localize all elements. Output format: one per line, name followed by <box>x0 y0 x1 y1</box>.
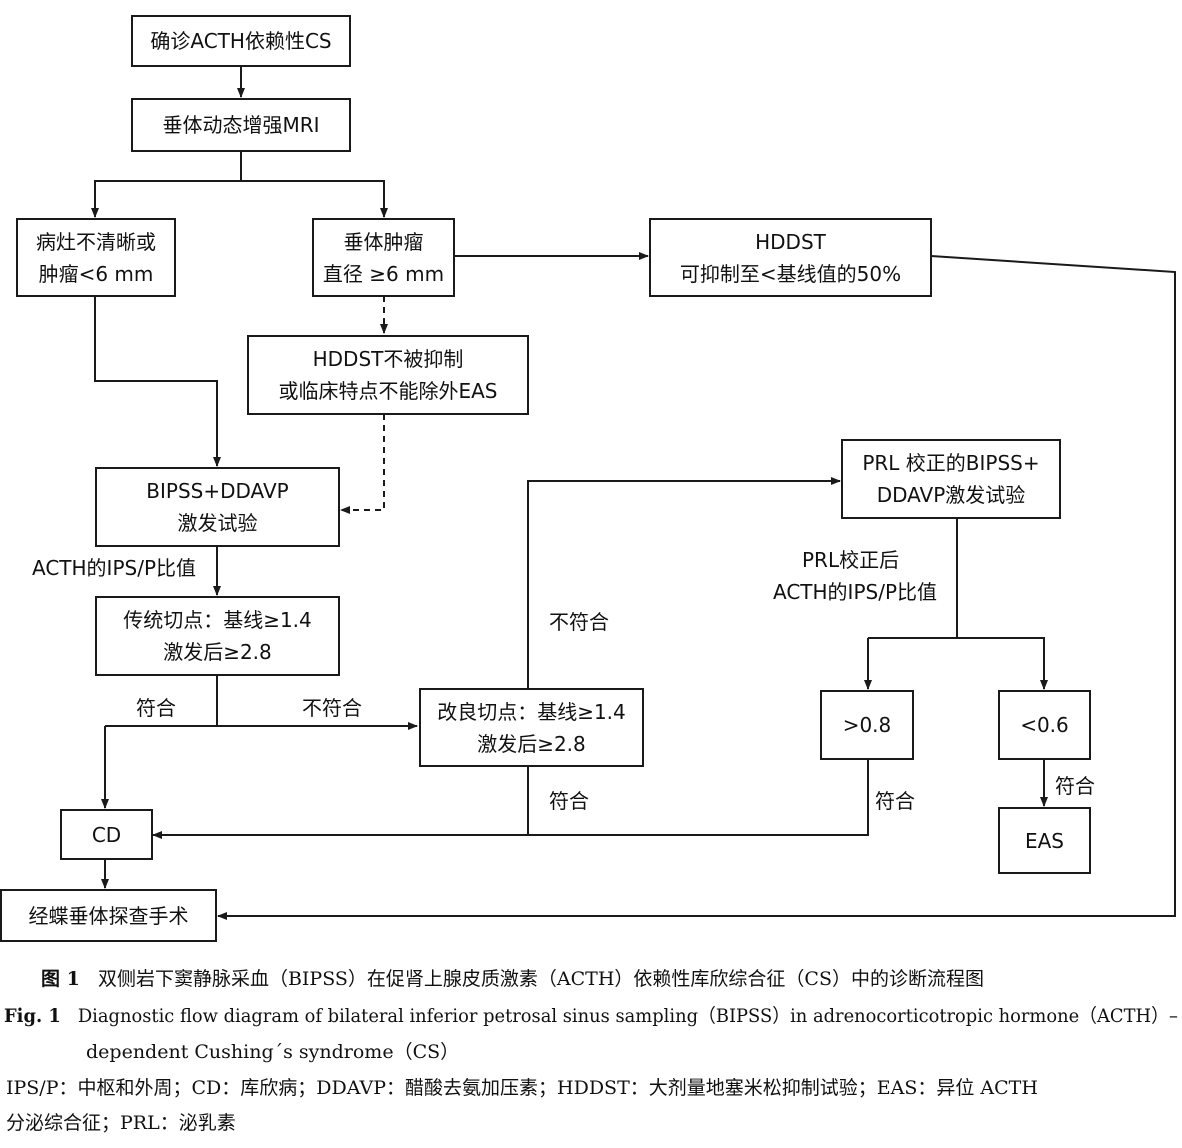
node-text-line: 改良切点：基线≥1.4 <box>437 699 626 724</box>
node-text: <0.6 <box>1020 713 1069 737</box>
label-match-improved: 符合 <box>549 789 589 813</box>
label-mismatch-improved: 不符合 <box>549 610 609 634</box>
node-text-line: 激发后≥2.8 <box>477 731 586 756</box>
label-prl-ratio-line2: ACTH的IPS/P比值 <box>773 580 938 604</box>
node-text-line: 肿瘤<6 mm <box>38 261 154 286</box>
caption-en-text: Diagnostic flow diagram of bilateral inf… <box>77 1005 1178 1027</box>
node-bipss-ddavp: BIPSS+DDAVP 激发试验 <box>95 467 340 547</box>
caption-abbr-line2: 分泌综合征；PRL：泌乳素 <box>6 1112 236 1134</box>
label-acth-ratio: ACTH的IPS/P比值 <box>32 556 197 580</box>
node-text-line: BIPSS+DDAVP <box>146 479 289 503</box>
label-match-gt: 符合 <box>875 789 915 813</box>
arrow-lesion-to-bipss <box>94 296 221 467</box>
node-text: 垂体动态增强MRI <box>162 113 320 137</box>
arrow-improved-to-cd <box>152 766 529 839</box>
node-transsphenoidal-surgery: 经蝶垂体探查手术 <box>0 889 217 942</box>
label-match-traditional: 符合 <box>136 696 176 720</box>
arrow-hddst-mid-to-bipss <box>340 414 385 514</box>
node-lt-0-6: <0.6 <box>998 690 1091 760</box>
node-text-line: 垂体肿瘤 <box>343 229 424 254</box>
node-text-line: HDDST <box>755 229 826 254</box>
node-text-line: 激发试验 <box>177 511 258 535</box>
node-text-line: 激发后≥2.8 <box>163 640 272 664</box>
node-text: >0.8 <box>842 713 892 737</box>
node-text: EAS <box>1024 828 1064 853</box>
node-lesion-unclear: 病灶不清晰或 肿瘤<6 mm <box>16 218 176 297</box>
arrow-hddst-to-surgery <box>217 255 1176 920</box>
node-text-line: 传统切点：基线≥1.4 <box>123 608 312 632</box>
node-text-line: 病灶不清晰或 <box>36 229 156 254</box>
label-prl-ratio-line1: PRL校正后 <box>802 548 900 572</box>
node-cd: CD <box>60 809 153 860</box>
node-text: CD <box>91 822 122 847</box>
caption-abbr-line1: IPS/P：中枢和外周；CD：库欣病；DDAVP：醋酸去氨加压素；HDDST：大… <box>6 1077 1038 1099</box>
node-text-line: DDAVP激发试验 <box>876 483 1026 507</box>
caption-cn-prefix: 图 1 <box>41 968 80 990</box>
caption-en-line1: Fig. 1 Diagnostic flow diagram of bilate… <box>4 1003 1178 1029</box>
node-pituitary-mri: 垂体动态增强MRI <box>131 98 351 152</box>
flow-diagram-connectors <box>91 66 1176 920</box>
node-text-line: 直径 ≥6 mm <box>322 261 445 286</box>
node-pituitary-tumor: 垂体肿瘤 直径 ≥6 mm <box>312 218 455 297</box>
label-match-lt: 符合 <box>1055 774 1095 798</box>
node-text: 经蝶垂体探查手术 <box>28 903 189 928</box>
arrow-improved-to-prl <box>527 477 841 688</box>
caption-en-prefix: Fig. 1 <box>4 1005 61 1027</box>
node-text-line: HDDST不被抑制 <box>312 347 464 371</box>
label-mismatch-traditional: 不符合 <box>302 696 362 720</box>
node-hddst-suppressed: HDDST 可抑制至<基线值的50% <box>649 218 932 297</box>
node-text-line: 或临床特点不能除外EAS <box>278 379 498 403</box>
node-traditional-cutoff: 传统切点：基线≥1.4 激发后≥2.8 <box>95 596 340 676</box>
line-mri-branch <box>91 151 242 218</box>
node-confirm-acth-cs: 确诊ACTH依赖性CS <box>131 15 351 67</box>
line-gt-to-cd <box>528 759 869 836</box>
caption-en-line2: dependent Cushing´s syndrome（CS） <box>86 1041 460 1063</box>
node-hddst-not-suppressed: HDDST不被抑制 或临床特点不能除外EAS <box>247 335 529 415</box>
node-eas: EAS <box>998 807 1091 874</box>
node-gt-0-8: >0.8 <box>820 690 914 760</box>
node-text-line: 可抑制至<基线值的50% <box>679 261 902 286</box>
arrow-mri-to-tumor <box>241 180 388 218</box>
node-text-line: PRL 校正的BIPSS+ <box>862 451 1040 475</box>
node-prl-bipss: PRL 校正的BIPSS+ DDAVP激发试验 <box>841 439 1061 519</box>
caption-cn-text: 双侧岩下窦静脉采血（BIPSS）在促肾上腺皮质激素（ACTH）依赖性库欣综合征（… <box>97 968 984 990</box>
node-improved-cutoff: 改良切点：基线≥1.4 激发后≥2.8 <box>419 688 644 767</box>
node-text: 确诊ACTH依赖性CS <box>150 29 332 53</box>
caption-cn: 图 1 双侧岩下窦静脉采血（BIPSS）在促肾上腺皮质激素（ACTH）依赖性库欣… <box>41 966 984 992</box>
arrow-to-lt <box>868 637 1048 690</box>
